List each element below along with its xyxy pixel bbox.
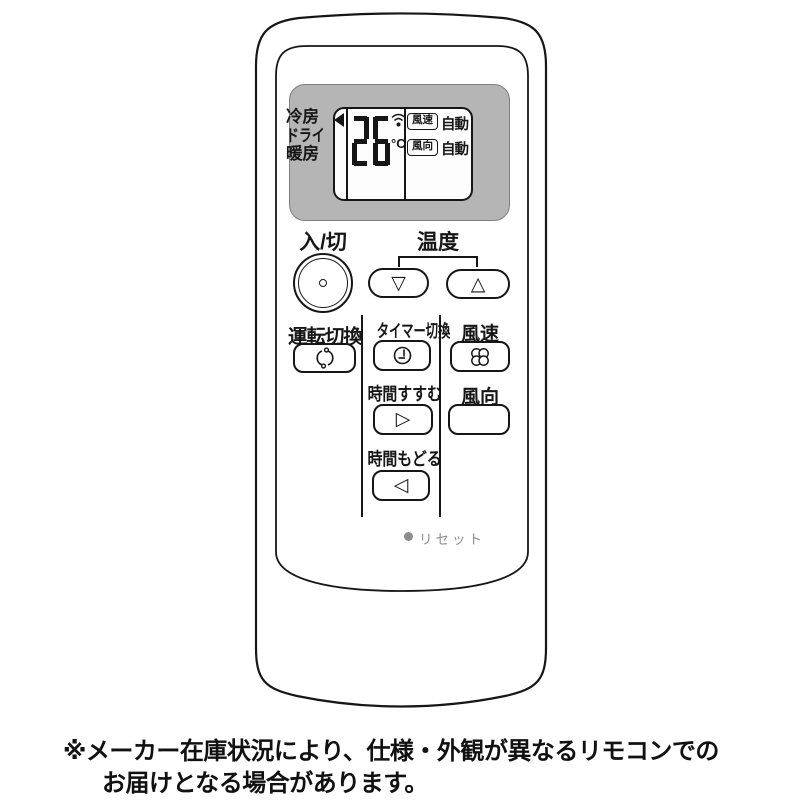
- active-mode-arrow-icon: [334, 113, 344, 127]
- temperature-label: 温度: [417, 231, 459, 254]
- time-back-label: 時間もどる: [367, 449, 442, 469]
- triangle-right-icon: ▷: [395, 408, 411, 430]
- timer-switch-label: タイマー切換: [376, 321, 451, 341]
- lcd-fan-speed-box: 風速: [407, 113, 438, 130]
- footnote-line2: お届けとなる場合があります。: [102, 770, 428, 797]
- power-button-dot-icon: [319, 279, 327, 287]
- mode-label-list: 冷房 ドライ 暖房: [286, 108, 332, 164]
- lcd-digit: [373, 116, 390, 166]
- lcd-fan-speed-value: 自動: [441, 117, 469, 133]
- temp-up-button[interactable]: △: [446, 269, 510, 299]
- lcd-divider-right: [404, 109, 406, 199]
- lcd-temperature-unit: °C: [391, 136, 406, 151]
- fan-direction-label: 風向: [460, 387, 499, 408]
- triangle-up-icon: △: [470, 272, 486, 295]
- lcd-display: °C 風速 自動 風向 自動: [333, 107, 473, 201]
- cycle-icon: [315, 347, 334, 369]
- column-divider-left: [361, 315, 364, 517]
- footnote: ※メーカー在庫状況により、仕様・外観が異なるリモコンでの お届けとなる場合があり…: [63, 736, 719, 800]
- mode-label-heating: 暖房: [286, 145, 319, 163]
- triangle-down-icon: ▽: [391, 271, 406, 294]
- time-forward-button[interactable]: ▷: [373, 404, 433, 435]
- timer-switch-button[interactable]: [373, 340, 431, 371]
- power-button[interactable]: [293, 253, 353, 313]
- time-forward-label: 時間すすむ: [367, 384, 442, 404]
- clock-icon: [393, 346, 411, 365]
- fan-direction-button[interactable]: [448, 404, 510, 435]
- lcd-digit: [352, 116, 369, 166]
- mode-switch-label: 運転切換: [287, 326, 363, 348]
- fan-clover-icon: [471, 347, 489, 366]
- temperature-bracket: [398, 256, 478, 267]
- mode-label-dry: ドライ: [286, 126, 325, 145]
- reset-button[interactable]: [404, 532, 413, 541]
- fan-speed-label: 風速: [460, 324, 499, 345]
- lcd-temperature-value: [352, 116, 390, 166]
- mode-label-cooling: 冷房: [286, 108, 319, 126]
- mode-switch-button[interactable]: [293, 343, 356, 373]
- lcd-fan-direction-value: 自動: [441, 142, 469, 158]
- lcd-fan-direction-label: 風向: [412, 140, 433, 152]
- power-button-ring: [298, 258, 348, 308]
- temp-down-button[interactable]: ▽: [368, 268, 429, 298]
- lcd-divider-left: [346, 109, 348, 199]
- signal-icon: [391, 113, 406, 127]
- reset-label: リセット: [419, 532, 485, 547]
- footnote-line1: ※メーカー在庫状況により、仕様・外観が異なるリモコンでの: [63, 738, 719, 765]
- column-divider-right: [439, 315, 442, 517]
- lcd-fan-speed-label: 風速: [412, 114, 433, 126]
- time-back-button[interactable]: ◁: [372, 470, 430, 501]
- lcd-fan-direction-box: 風向: [407, 139, 438, 156]
- power-button-label: 入/切: [299, 231, 347, 254]
- triangle-left-icon: ◁: [393, 474, 409, 496]
- fan-speed-button[interactable]: [450, 341, 510, 372]
